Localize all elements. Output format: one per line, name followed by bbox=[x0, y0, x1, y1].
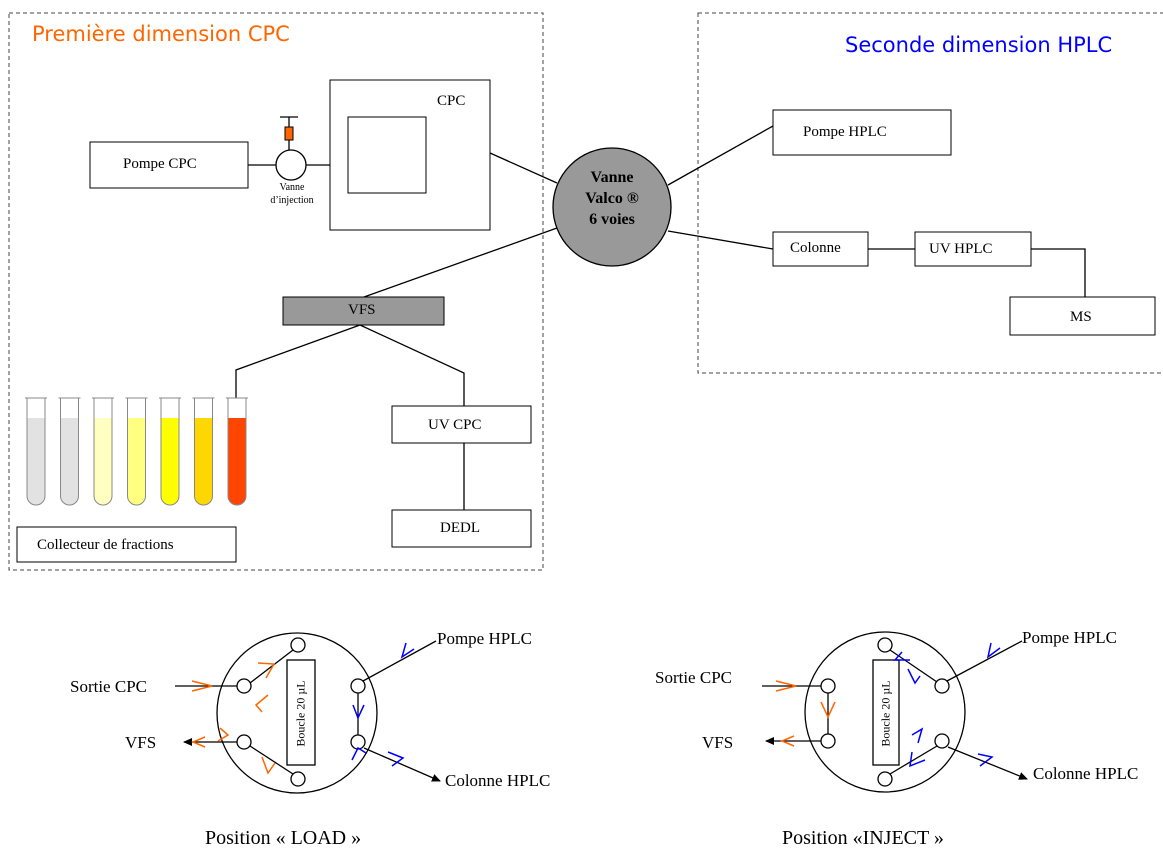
ms-box bbox=[1009, 296, 1156, 336]
tube-outline bbox=[93, 398, 113, 506]
tube-liquid bbox=[228, 418, 246, 505]
tube-outline bbox=[127, 398, 146, 506]
valve-load-schematic bbox=[175, 632, 441, 794]
uv-cpc-label: UV CPC bbox=[428, 417, 482, 433]
pompe-hplc-box bbox=[772, 109, 952, 156]
tube-liquid bbox=[27, 418, 45, 505]
vfs-box bbox=[282, 296, 445, 326]
collecteur-box bbox=[16, 526, 237, 563]
vanne-injection-label: Vanne d’injection bbox=[258, 182, 326, 207]
tube-outline bbox=[60, 398, 79, 506]
vfs-label: VFS bbox=[348, 302, 376, 318]
inject-loop-label: Boucle 20 µL bbox=[878, 680, 893, 747]
vanne-injection-line2: d’injection bbox=[270, 194, 314, 206]
pompe-cpc-label: Pompe CPC bbox=[123, 156, 197, 172]
valco-line1: Vanne bbox=[590, 169, 634, 186]
uv-hplc-label: UV HPLC bbox=[929, 241, 993, 257]
load-sortie-cpc-label: Sortie CPC bbox=[70, 677, 147, 696]
valco-valve bbox=[552, 147, 672, 267]
inject-vfs-label: VFS bbox=[702, 733, 734, 752]
dedl-label: DEDL bbox=[440, 520, 480, 536]
tube-liquid bbox=[94, 418, 112, 505]
vanne-injection-line1: Vanne bbox=[279, 182, 305, 193]
tube-liquid bbox=[194, 418, 213, 505]
load-caption: Position « LOAD » bbox=[205, 827, 362, 849]
colonne-label: Colonne bbox=[790, 240, 841, 256]
inject-colonne-hplc-label: Colonne HPLC bbox=[1033, 765, 1139, 782]
fraction-tubes bbox=[25, 397, 248, 506]
fraction-tube bbox=[159, 397, 181, 506]
load-colonne-hplc-label: Colonne HPLC bbox=[445, 771, 551, 790]
fraction-tube bbox=[192, 397, 215, 506]
dedl-box bbox=[391, 509, 532, 548]
cpc-inner-box bbox=[347, 116, 427, 194]
inject-sortie-cpc-label: Sortie CPC bbox=[655, 668, 732, 687]
inject-pompe-hplc-label: Pompe HPLC bbox=[1022, 628, 1117, 647]
fraction-tube bbox=[226, 397, 248, 506]
tube-liquid bbox=[161, 418, 179, 505]
hplc-region-title: Seconde dimension HPLC bbox=[845, 33, 1113, 57]
load-pompe-hplc-label: Pompe HPLC bbox=[437, 629, 532, 648]
fraction-tube bbox=[25, 397, 47, 506]
tube-outline bbox=[227, 398, 247, 506]
hplc-region-border bbox=[697, 12, 1163, 374]
valco-line2: Valco ® bbox=[585, 190, 639, 208]
tube-liquid bbox=[60, 418, 79, 505]
valco-label: Vanne Valco ® 6 voies bbox=[562, 167, 662, 230]
tube-outline bbox=[194, 398, 213, 506]
tube-outline bbox=[160, 398, 180, 506]
pompe-cpc-box bbox=[89, 141, 249, 189]
cpc-label: CPC bbox=[437, 93, 466, 109]
pompe-hplc-label: Pompe HPLC bbox=[803, 124, 887, 140]
connections bbox=[235, 125, 1086, 510]
load-vfs-label: VFS bbox=[125, 733, 157, 752]
inject-caption: Position «INJECT » bbox=[782, 827, 944, 849]
cpc-region-border bbox=[8, 12, 544, 571]
injection-valve bbox=[275, 116, 307, 181]
tube-outline bbox=[26, 398, 46, 506]
fraction-tube bbox=[92, 397, 114, 506]
uv-cpc-box bbox=[391, 405, 532, 444]
valco-line3: 6 voies bbox=[589, 211, 635, 229]
fraction-tube bbox=[125, 397, 148, 506]
load-loop-label: Boucle 20 µL bbox=[293, 680, 308, 747]
tube-liquid bbox=[127, 418, 146, 505]
fraction-tube bbox=[58, 397, 81, 506]
collecteur-label: Collecteur de fractions bbox=[37, 537, 174, 553]
syringe-icon bbox=[284, 126, 294, 141]
valve-inject-schematic bbox=[762, 631, 1028, 793]
cpc-region-title: Première dimension CPC bbox=[32, 22, 290, 46]
ms-label: MS bbox=[1070, 309, 1092, 325]
